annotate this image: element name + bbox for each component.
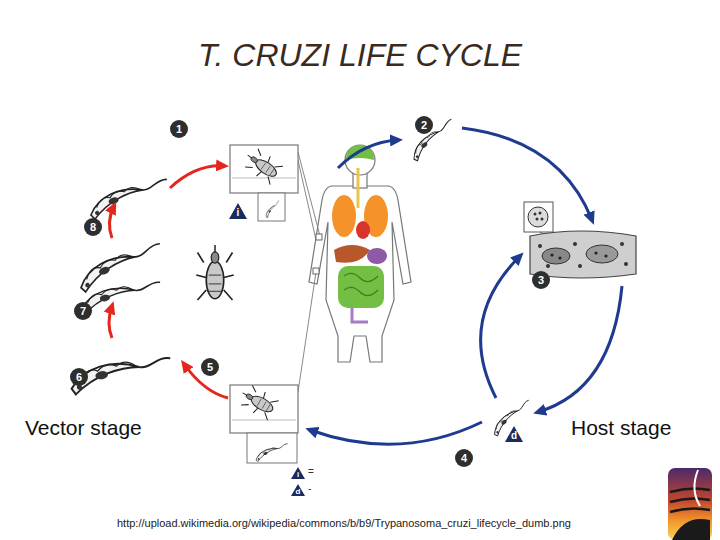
- callout-text: 4: [461, 453, 467, 464]
- stage-label: Host stage: [571, 416, 671, 439]
- callout-number: 5: [201, 358, 219, 376]
- slide-title: T. CRUZI LIFE CYCLE: [0, 38, 720, 73]
- source-url: http://upload.wikimedia.org/wikipedia/co…: [117, 517, 571, 529]
- stage-marker: d: [505, 426, 523, 442]
- callout-text: 3: [538, 275, 544, 286]
- epimastigote: [75, 240, 166, 293]
- callout-text: 1: [176, 124, 182, 135]
- leader-line: [298, 152, 322, 392]
- vector-arrow: [109, 166, 228, 398]
- callout-number: 1: [170, 120, 188, 138]
- callout-text: 6: [76, 372, 82, 383]
- callout-text: 5: [207, 362, 213, 373]
- metacyclic-trypomastigote: [87, 176, 172, 220]
- legend-text: =: [308, 466, 314, 477]
- logo: [668, 468, 712, 540]
- host-arrow: [310, 128, 622, 444]
- triangle-outline: [505, 426, 523, 442]
- callout-text: 8: [90, 222, 96, 233]
- callout-number: 3: [532, 271, 550, 289]
- triangle-outline: [291, 467, 305, 479]
- callout-number: 8: [84, 218, 102, 236]
- callout-number: 2: [415, 116, 433, 134]
- callout-text: d: [511, 431, 517, 441]
- triangle-outline: [291, 484, 305, 496]
- callout-number: 4: [455, 449, 473, 467]
- triatomine-bug: [196, 245, 234, 300]
- callout-number: 6: [70, 368, 88, 386]
- callout-text: i: [297, 471, 299, 479]
- callout-text: d: [296, 488, 301, 496]
- bite-panel: [230, 145, 298, 221]
- stage-marker: i: [229, 203, 247, 219]
- stage-marker: i: [291, 467, 305, 479]
- stage-marker: d: [291, 484, 305, 496]
- triangle-outline: [229, 203, 247, 219]
- callout-text: 2: [421, 120, 427, 131]
- callout-number: 7: [74, 302, 92, 320]
- callout-text: 7: [80, 306, 86, 317]
- feeding-panel: [230, 382, 298, 463]
- human-body: [309, 145, 411, 362]
- legend-text: -: [308, 483, 311, 494]
- epimastigote: [69, 354, 174, 395]
- callout-text: i: [237, 208, 240, 218]
- stage-label: Vector stage: [25, 416, 142, 439]
- infected-cell: [524, 202, 636, 278]
